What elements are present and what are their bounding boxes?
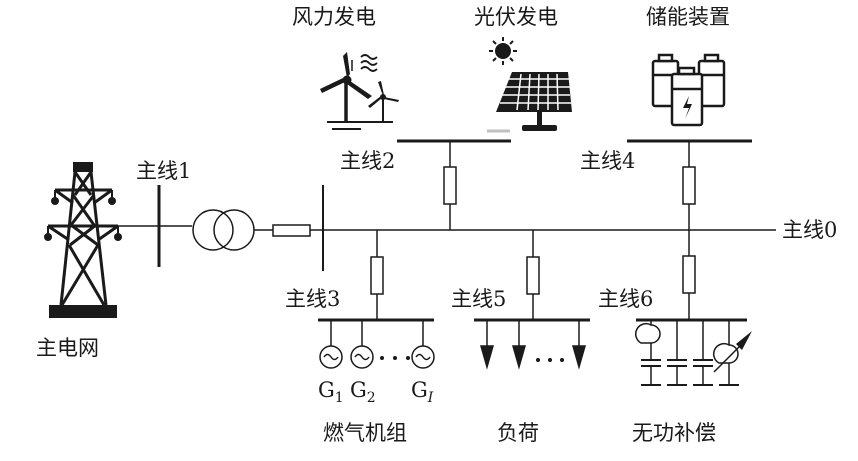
bus1-label: 主线1 [136, 159, 191, 183]
bus6-impedance [682, 255, 696, 294]
load-label: 负荷 [497, 421, 539, 445]
capacitor-icon [693, 320, 713, 386]
sun-icon [489, 37, 517, 65]
storage-label: 储能装置 [646, 5, 730, 29]
ellipsis-dots [536, 358, 564, 362]
bus0-label: 主线0 [782, 218, 837, 242]
capacitor-icon [667, 320, 687, 386]
pv-label: 光伏发电 [474, 5, 558, 29]
bus5-label: 主线5 [451, 287, 506, 311]
load-arrow-icon [572, 320, 586, 370]
generator-label-gi: GI [411, 378, 434, 406]
load-arrow-icon [480, 320, 494, 370]
bus5-impedance [526, 256, 540, 295]
bus2-label: 主线2 [340, 149, 395, 173]
transmission-tower-icon [44, 162, 122, 318]
transformer-icon [192, 209, 255, 251]
reactor-icon [635, 320, 661, 386]
ellipsis-dots [380, 356, 410, 360]
reactive-label: 无功补偿 [632, 421, 716, 445]
wind-turbine-icon [320, 52, 399, 130]
variable-compensator-icon [713, 320, 752, 386]
bus3-impedance [370, 256, 384, 295]
generator-icon [350, 345, 374, 369]
generator-label-g1: G1 [318, 378, 344, 406]
generator-icon [319, 345, 343, 369]
bus6-label: 主线6 [598, 287, 653, 311]
generator-label-g2: G2 [350, 378, 376, 406]
battery-storage-icon [651, 53, 726, 127]
gas-label: 燃气机组 [323, 421, 407, 445]
main-grid-label: 主电网 [36, 336, 99, 360]
bus4-impedance [682, 166, 696, 205]
bus2-impedance [443, 166, 457, 205]
solar-panel-icon [496, 72, 572, 131]
generator-icon [411, 345, 435, 369]
bus4-label: 主线4 [580, 149, 635, 173]
wind-label: 风力发电 [292, 5, 376, 29]
line-impedance [272, 224, 311, 237]
bus3-label: 主线3 [285, 287, 340, 311]
load-arrow-icon [512, 320, 526, 370]
